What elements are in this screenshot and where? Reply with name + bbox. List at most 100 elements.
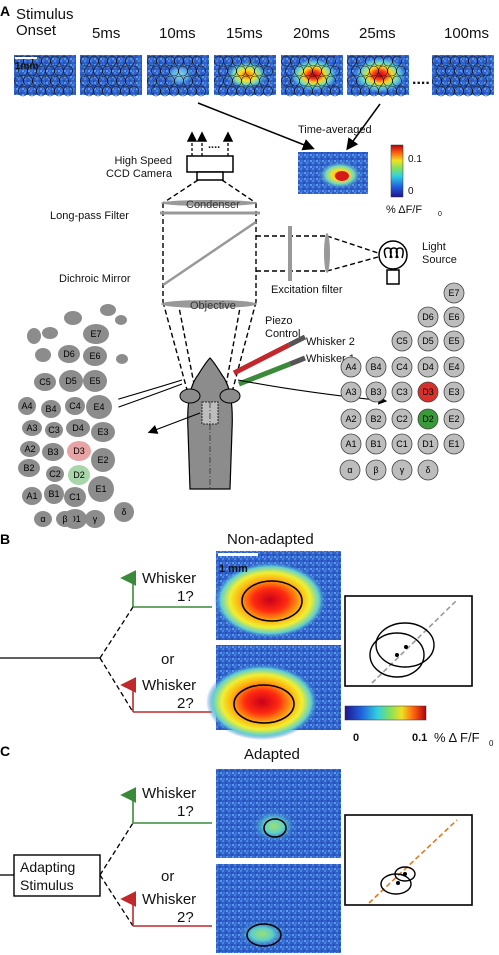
whisker-pad-B4: B4 xyxy=(365,356,387,378)
whisker-pad-D2: D2 xyxy=(417,408,439,430)
barrel-B1: B1 xyxy=(44,484,64,504)
barrel-E4: E4 xyxy=(86,395,112,419)
svg-text:E4: E4 xyxy=(448,362,459,372)
svg-text:0: 0 xyxy=(489,739,494,748)
svg-text:D1: D1 xyxy=(69,514,81,524)
b-scale-bar: 1 mm xyxy=(219,563,248,575)
svg-text:A4: A4 xyxy=(345,362,356,372)
svg-text:D5: D5 xyxy=(65,376,77,386)
adapting-line1: Adapting xyxy=(20,859,75,875)
svg-text:α: α xyxy=(40,514,45,524)
panel-a-label: A xyxy=(0,3,10,19)
svg-text:A3: A3 xyxy=(26,423,37,433)
svg-text:B2: B2 xyxy=(370,414,381,424)
whisker-pad-C2: C2 xyxy=(391,408,413,430)
c-image-whisker1 xyxy=(216,769,341,858)
barrel-E2: E2 xyxy=(91,448,115,472)
ellipsis: .... xyxy=(412,71,430,88)
barrel-B2: B2 xyxy=(18,459,40,477)
whisker-pad-A4: A4 xyxy=(340,356,362,378)
branch-lines-c xyxy=(0,787,212,927)
svg-text:β: β xyxy=(62,514,67,524)
svg-text:E4: E4 xyxy=(93,402,104,412)
svg-text:δ: δ xyxy=(425,465,430,475)
time-averaged-image xyxy=(298,152,368,194)
condenser-label: Condenser xyxy=(186,199,240,211)
svg-text:A1: A1 xyxy=(345,439,356,449)
barrel-C3: C3 xyxy=(45,422,63,438)
c-whisker2-line1: Whisker xyxy=(142,891,196,908)
barrel-D5: D5 xyxy=(59,370,83,392)
frame-1 xyxy=(80,55,142,97)
whisker-pad-α: α xyxy=(339,459,361,481)
svg-text:B3: B3 xyxy=(47,447,58,457)
whisker-pad-D1: D1 xyxy=(417,433,439,455)
a-scale-bar: 1mm xyxy=(15,57,38,72)
barrel-A1: A1 xyxy=(22,487,42,505)
whisker-pad-γ: γ xyxy=(391,459,413,481)
c-whisker1-line1: Whisker xyxy=(142,785,196,802)
frame-0 xyxy=(14,55,76,97)
light-source-icon xyxy=(378,240,408,285)
svg-text:α: α xyxy=(347,465,352,475)
whisker-pad-D4: D4 xyxy=(417,356,439,378)
svg-text:B1: B1 xyxy=(48,489,59,499)
whisker-pad-B3: B3 xyxy=(365,381,387,403)
whisker-pad-C3: C3 xyxy=(391,381,413,403)
objective-label: Objective xyxy=(190,300,236,312)
svg-text:B4: B4 xyxy=(370,362,381,372)
adapting-line2: Stimulus xyxy=(20,877,74,893)
whisker-pad-E5: E5 xyxy=(443,330,465,352)
branch-lines-b xyxy=(0,570,212,713)
frame-3 xyxy=(214,55,276,97)
b-whisker1-line2: 1? xyxy=(177,588,194,605)
svg-text:E3: E3 xyxy=(97,427,108,437)
svg-text:D6: D6 xyxy=(422,312,434,322)
svg-text:B2: B2 xyxy=(23,463,34,473)
svg-text:0: 0 xyxy=(438,211,442,218)
whisker-pad-D6: D6 xyxy=(417,306,439,328)
barrel-E6: E6 xyxy=(83,346,107,366)
objective xyxy=(161,300,257,308)
ccd-camera: .... xyxy=(186,131,234,181)
svg-text:A4: A4 xyxy=(21,401,32,411)
svg-text:B3: B3 xyxy=(370,387,381,397)
svg-text:D3: D3 xyxy=(73,446,85,456)
barrel-C4: C4 xyxy=(65,397,85,415)
svg-text:A2: A2 xyxy=(24,444,35,454)
arrow-from-10ms xyxy=(197,102,315,151)
barrel-D4: D4 xyxy=(66,419,90,437)
frame-label-1: 5ms xyxy=(92,25,120,42)
whisker-pad-D5: D5 xyxy=(417,330,439,352)
svg-text:E2: E2 xyxy=(97,455,108,465)
svg-text:C1: C1 xyxy=(396,439,408,449)
whisker-pad-A1: A1 xyxy=(340,433,362,455)
barrel-A3: A3 xyxy=(22,420,42,436)
svg-text:C2: C2 xyxy=(396,414,408,424)
svg-text:E1: E1 xyxy=(448,439,459,449)
svg-text:D4: D4 xyxy=(72,423,84,433)
whisker-pad-δ: δ xyxy=(417,459,439,481)
dichroic-mirror xyxy=(162,220,257,287)
svg-text:1mm: 1mm xyxy=(15,61,38,72)
svg-text:E2: E2 xyxy=(448,414,459,424)
frame-4 xyxy=(281,55,343,97)
barrel-β: β xyxy=(56,511,74,527)
piezo-whisker-2 xyxy=(232,334,307,376)
svg-text:D6: D6 xyxy=(63,349,75,359)
svg-text:E7: E7 xyxy=(90,329,101,339)
whisker-pad-E4: E4 xyxy=(443,356,465,378)
c-overlap-diagram xyxy=(344,814,473,906)
condenser xyxy=(161,200,257,206)
b-whisker2-line2: 2? xyxy=(177,695,194,712)
svg-text:C1: C1 xyxy=(69,492,81,502)
svg-text:E7: E7 xyxy=(448,288,459,298)
b-image-whisker2 xyxy=(206,645,341,740)
c-whisker2-line2: 2? xyxy=(177,909,194,926)
svg-text:δ: δ xyxy=(121,507,126,517)
svg-text:0.1: 0.1 xyxy=(412,732,427,744)
